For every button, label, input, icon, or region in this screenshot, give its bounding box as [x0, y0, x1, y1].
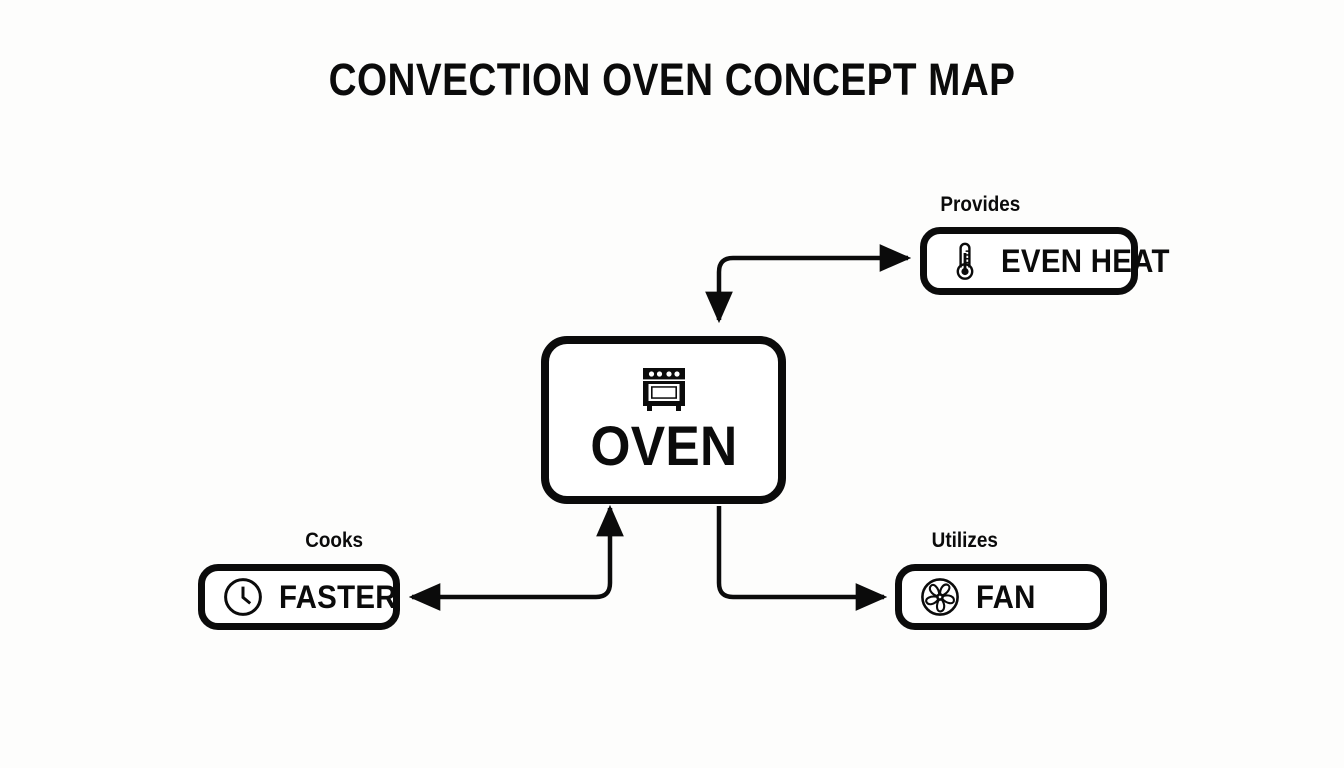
fan-icon [920, 577, 960, 617]
node-even-heat[interactable]: EVEN HEAT [920, 227, 1170, 295]
node-fan-label: FAN [976, 579, 1036, 615]
edge-oven-faster [408, 504, 624, 611]
node-oven[interactable]: OVEN [541, 336, 786, 504]
edge-oven-fan [716, 506, 888, 611]
relation-label-utilizes: Utilizes [931, 529, 998, 552]
node-even-heat-label: EVEN HEAT [1001, 243, 1170, 279]
node-oven-label: OVEN [589, 414, 738, 477]
clock-icon [223, 577, 263, 617]
page-title: CONVECTION OVEN CONCEPT MAP [328, 54, 1016, 105]
relation-label-cooks: Cooks [305, 529, 363, 552]
thermometer-icon [945, 241, 985, 281]
edge-oven-even-heat [705, 244, 912, 324]
relation-label-provides: Provides [940, 193, 1021, 216]
node-faster-label: FASTER [279, 579, 397, 615]
oven-icon [638, 366, 690, 414]
node-fan[interactable]: FAN [895, 564, 1107, 630]
node-faster[interactable]: FASTER [198, 564, 400, 630]
